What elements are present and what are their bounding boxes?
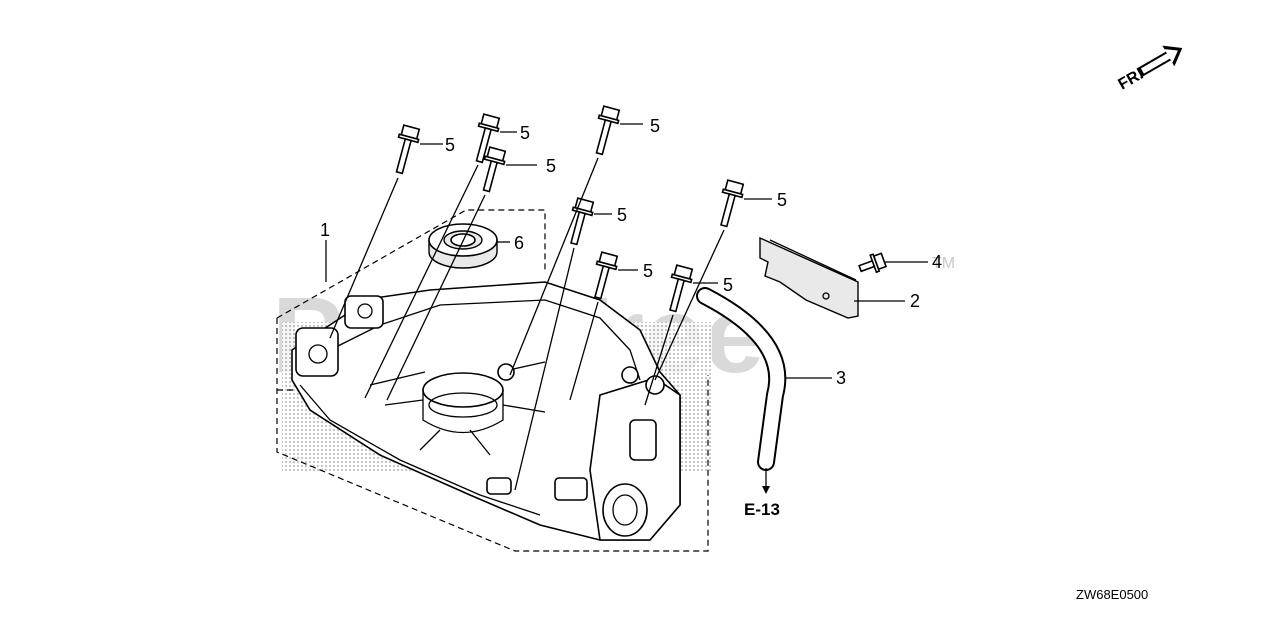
callout-5f: 5 <box>643 261 653 281</box>
breather-tube <box>696 287 787 471</box>
bolt-3 <box>482 146 507 193</box>
callout-5a: 5 <box>445 135 455 155</box>
callout-2: 2 <box>910 291 920 311</box>
watermark-tm: TM <box>932 255 955 272</box>
figure-code: ZW68E0500 <box>1076 587 1148 602</box>
callout-5e: 5 <box>617 205 627 225</box>
bolt-8 <box>720 179 745 228</box>
callout-4: 4 <box>932 252 942 272</box>
guard-plate <box>759 236 859 319</box>
assembly-outline <box>276 209 709 552</box>
bolt-7 <box>669 264 694 313</box>
bolt-2 <box>475 113 501 164</box>
callout-5d: 5 <box>650 116 660 136</box>
callout-1: 1 <box>320 220 330 240</box>
leader-lines <box>325 123 928 494</box>
callout-3: 3 <box>836 368 846 388</box>
case-cover <box>291 281 681 541</box>
bolt-5 <box>570 197 595 246</box>
bolt-6 <box>594 251 619 300</box>
callout-5b: 5 <box>520 123 530 143</box>
reference-label: E-13 <box>744 500 780 519</box>
screw-4 <box>858 252 888 274</box>
bolt-1 <box>395 124 421 175</box>
callout-6: 6 <box>514 233 524 253</box>
callout-5c: 5 <box>546 156 556 176</box>
callout-5g: 5 <box>723 275 733 295</box>
callout-5h: 5 <box>777 190 787 210</box>
direction-arrow-icon <box>1136 45 1183 78</box>
bolt-4 <box>595 105 621 156</box>
